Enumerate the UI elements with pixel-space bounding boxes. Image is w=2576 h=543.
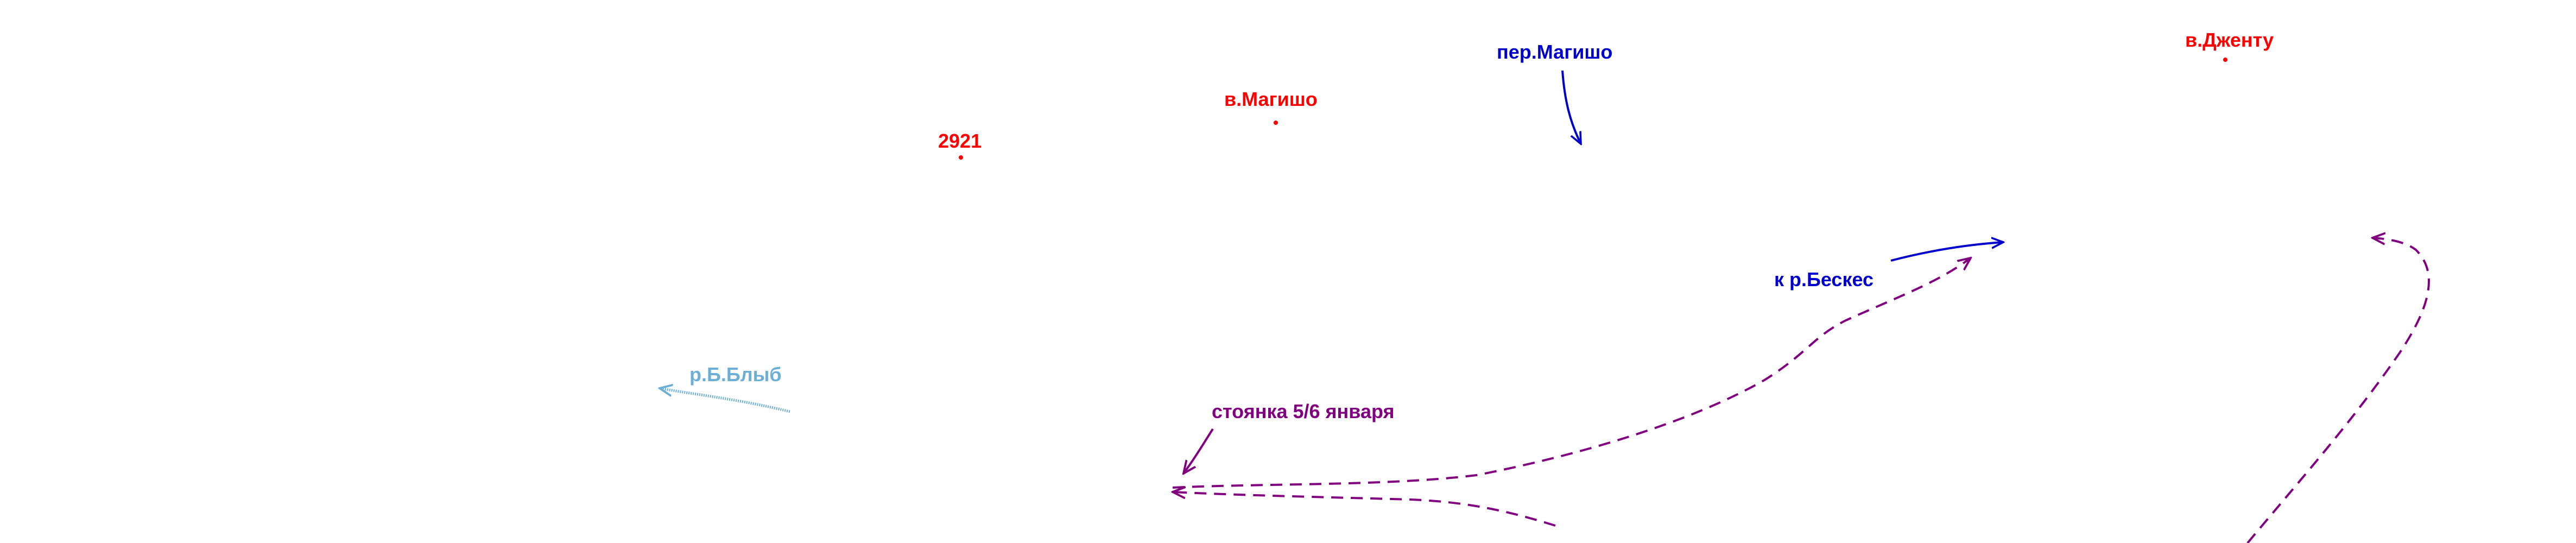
to-beskes-annotation: к р.Бескес xyxy=(1774,242,2003,291)
route-track-lower xyxy=(1173,492,1556,527)
peak-dot xyxy=(959,155,963,160)
route-track-dzhentu xyxy=(2246,238,2430,543)
river-arrow xyxy=(660,388,790,413)
river-label: р.Б.Блыб xyxy=(689,363,782,386)
route-track-to-beskes xyxy=(1172,258,1971,489)
river-annotation: р.Б.Блыб xyxy=(660,363,790,413)
pass-magisho-annotation: пер.Магишо xyxy=(1497,41,1612,144)
peak-magisho: в.Магишо xyxy=(1224,88,1318,125)
camp-label: стоянка 5/6 января xyxy=(1212,400,1394,422)
to-beskes-arrow xyxy=(1890,242,2003,262)
to-beskes-label: к р.Бескес xyxy=(1774,268,1874,291)
pass-magisho-label: пер.Магишо xyxy=(1497,41,1612,63)
peak-dzhentu: в.Дженту xyxy=(2185,29,2274,62)
pass-magisho-arrow xyxy=(1561,70,1581,144)
camp-annotation: стоянка 5/6 января xyxy=(1183,400,1394,473)
camp-arrow xyxy=(1183,428,1214,473)
peak-dot xyxy=(1274,121,1278,125)
peak-dot xyxy=(2223,58,2227,62)
peak-label-magisho: в.Магишо xyxy=(1224,88,1318,110)
peak-label-dzhentu: в.Дженту xyxy=(2185,29,2274,51)
peak-label-2921: 2921 xyxy=(938,130,982,152)
peak-2921: 2921 xyxy=(938,130,982,160)
